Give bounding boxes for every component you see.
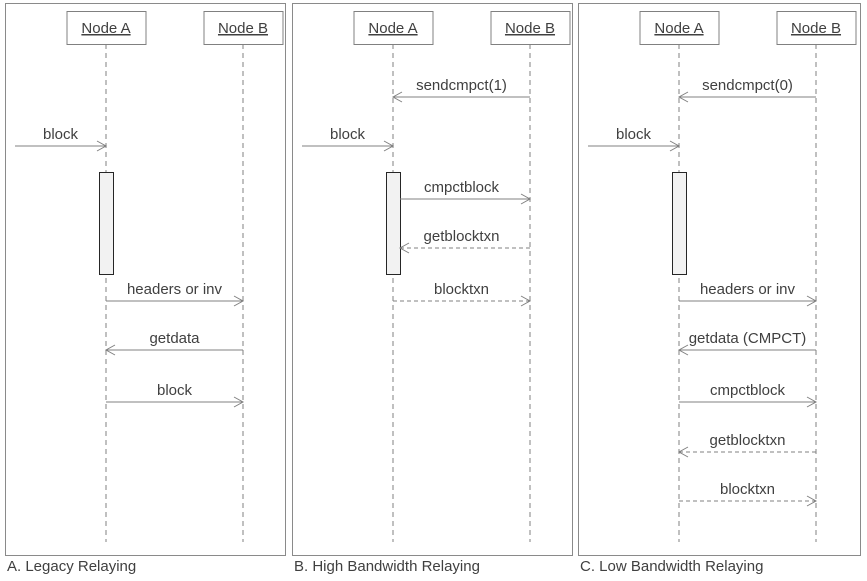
panel-caption: C. Low Bandwidth Relaying [580, 558, 764, 575]
message-label: sendcmpct(1) [416, 77, 507, 94]
actor-label: Node A [368, 20, 417, 37]
activation-bar [99, 172, 114, 275]
panel-caption: A. Legacy Relaying [7, 558, 137, 575]
actor-box [353, 11, 434, 45]
panel-border [5, 3, 286, 556]
message-label: block [157, 382, 193, 399]
arrowhead-icon [806, 495, 818, 507]
arrowhead-icon [520, 193, 532, 205]
arrowhead-icon [806, 295, 818, 307]
actor-label: Node B [218, 20, 268, 37]
actor-label: Node B [791, 20, 841, 37]
arrowhead-icon [233, 295, 245, 307]
message-label: block [616, 126, 652, 143]
message-label: sendcmpct(0) [702, 77, 793, 94]
panel-caption: B. High Bandwidth Relaying [294, 558, 480, 575]
panel-a-legacy-relaying: Node A Node B block headers or inv getdata bl… [5, 3, 286, 556]
message-label: headers or inv [700, 281, 796, 298]
message-label: cmpctblock [710, 382, 786, 399]
panel-c-low-bandwidth-relaying: Node A Node B block sendcmpct(0) headers or … [578, 3, 861, 556]
message-label: getblocktxn [710, 432, 786, 449]
message-label: getdata [149, 330, 200, 347]
actor-label: Node A [654, 20, 703, 37]
message-label: block [330, 126, 366, 143]
arrowhead-icon [383, 140, 395, 152]
message-label: headers or inv [127, 281, 223, 298]
activation-bar [672, 172, 687, 275]
message-label: getblocktxn [424, 228, 500, 245]
message-label: block [43, 126, 79, 143]
actor-box [203, 11, 284, 45]
arrowhead-icon [398, 242, 410, 254]
message-label: cmpctblock [424, 179, 500, 196]
actor-label: Node B [505, 20, 555, 37]
panel-border [578, 3, 861, 556]
arrowhead-icon [677, 91, 689, 103]
arrowhead-icon [669, 140, 681, 152]
panel-b-high-bandwidth-relaying: Node A Node B block sendcmpct(1) cmpctblock g… [292, 3, 573, 556]
arrowhead-icon [520, 295, 532, 307]
arrowhead-icon [677, 344, 689, 356]
activation-bar [386, 172, 401, 275]
actor-box [490, 11, 571, 45]
actor-box [776, 11, 857, 45]
arrowhead-icon [104, 344, 116, 356]
actor-box [66, 11, 147, 45]
actor-label: Node A [81, 20, 130, 37]
message-label: blocktxn [720, 481, 775, 498]
arrowhead-icon [806, 396, 818, 408]
arrowhead-icon [391, 91, 403, 103]
message-label: getdata (CMPCT) [689, 330, 807, 347]
actor-box [639, 11, 720, 45]
arrowhead-icon [233, 396, 245, 408]
arrowhead-icon [677, 446, 689, 458]
panel-border [292, 3, 573, 556]
arrowhead-icon [96, 140, 108, 152]
message-label: blocktxn [434, 281, 489, 298]
